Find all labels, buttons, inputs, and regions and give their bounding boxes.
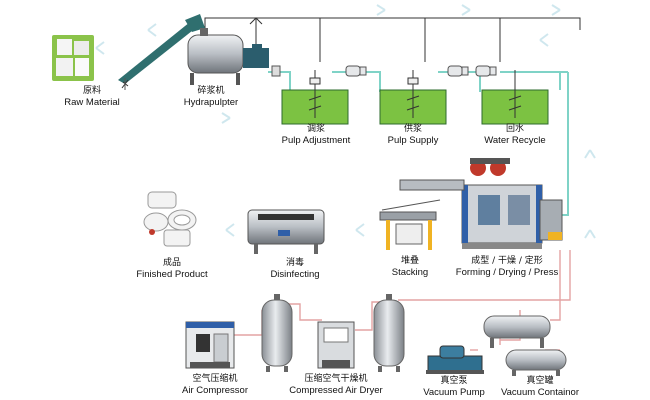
hydrapulpter-icon — [187, 28, 281, 85]
forming-label: 成型 / 干燥 / 定形 Forming / Drying / Press — [452, 256, 562, 278]
raw-material-icon — [52, 35, 94, 81]
finished-product-en: Finished Product — [136, 269, 208, 280]
raw-material-label: 原料 Raw Material — [62, 86, 122, 108]
water-recycle-en: Water Recycle — [484, 135, 546, 146]
air-compressor-label: 空气压缩机 Air Compressor — [178, 374, 252, 396]
hydrapulpter-zh: 碎浆机 — [197, 86, 225, 96]
air-compressor-en: Air Compressor — [182, 385, 248, 396]
pulp-supply-zh: 供浆 — [403, 124, 422, 134]
conveyor-icon — [118, 14, 205, 90]
hydrapulpter-label: 碎浆机 Hydrapulpter — [176, 86, 246, 108]
vacuum-container-en: Vacuum Containor — [501, 387, 579, 398]
forming-machine-icon — [399, 158, 563, 249]
stacking-en: Stacking — [391, 267, 429, 278]
air-dryer-en: Compressed Air Dryer — [289, 385, 383, 396]
raw-material-en: Raw Material — [64, 97, 120, 108]
finished-product-zh: 成品 — [162, 258, 181, 268]
disinfecting-en: Disinfecting — [270, 269, 320, 280]
stacking-label: 堆叠 Stacking — [380, 256, 440, 278]
air-compressor-icon — [185, 321, 235, 369]
forming-zh: 成型 / 干燥 / 定形 — [471, 256, 543, 266]
pulp-adjustment-label: 调浆 Pulp Adjustment — [276, 124, 356, 146]
vacuum-pump-label: 真空泵 Vacuum Pump — [420, 376, 488, 398]
finished-product-icon — [143, 191, 197, 247]
stacking-zh: 堆叠 — [400, 256, 419, 266]
raw-material-zh: 原料 — [82, 86, 101, 96]
vacuum-container-zh: 真空罐 — [526, 376, 554, 386]
hydrapulpter-en: Hydrapulpter — [183, 97, 239, 108]
disinfecting-machine-icon — [247, 209, 325, 254]
vacuum-pump-zh: 真空泵 — [440, 376, 468, 386]
vacuum-container-icon — [483, 315, 567, 376]
pulp-adjustment-en: Pulp Adjustment — [281, 135, 351, 146]
vacuum-container-label: 真空罐 Vacuum Containor — [496, 376, 584, 398]
vacuum-pump-icon — [426, 345, 484, 374]
water-return-lines — [204, 17, 581, 62]
air-compressor-zh: 空气压缩机 — [192, 374, 238, 384]
pulp-supply-tank — [379, 70, 447, 125]
water-recycle-label: 回水 Water Recycle — [478, 124, 552, 146]
air-dryer-zh: 压缩空气干燥机 — [304, 374, 368, 384]
air-tank-right-icon — [373, 294, 405, 372]
disinfecting-label: 消毒 Disinfecting — [262, 258, 328, 280]
water-recycle-tank — [481, 70, 549, 125]
pump-icons — [345, 65, 497, 77]
air-dryer-label: 压缩空气干燥机 Compressed Air Dryer — [286, 374, 386, 396]
pulp-adjustment-tank — [281, 70, 349, 125]
pulp-adjustment-zh: 调浆 — [306, 124, 325, 134]
water-recycle-zh: 回水 — [505, 124, 524, 134]
pulp-supply-en: Pulp Supply — [387, 135, 439, 146]
flow-arrows — [95, 4, 596, 239]
disinfecting-zh: 消毒 — [285, 258, 304, 268]
pulp-supply-label: 供浆 Pulp Supply — [378, 124, 448, 146]
air-tank-left-icon — [261, 294, 293, 372]
stacking-machine-icon — [379, 199, 441, 250]
air-dryer-icon — [317, 321, 355, 369]
vacuum-pump-en: Vacuum Pump — [423, 387, 485, 398]
finished-product-label: 成品 Finished Product — [134, 258, 210, 280]
forming-en: Forming / Drying / Press — [455, 267, 559, 278]
